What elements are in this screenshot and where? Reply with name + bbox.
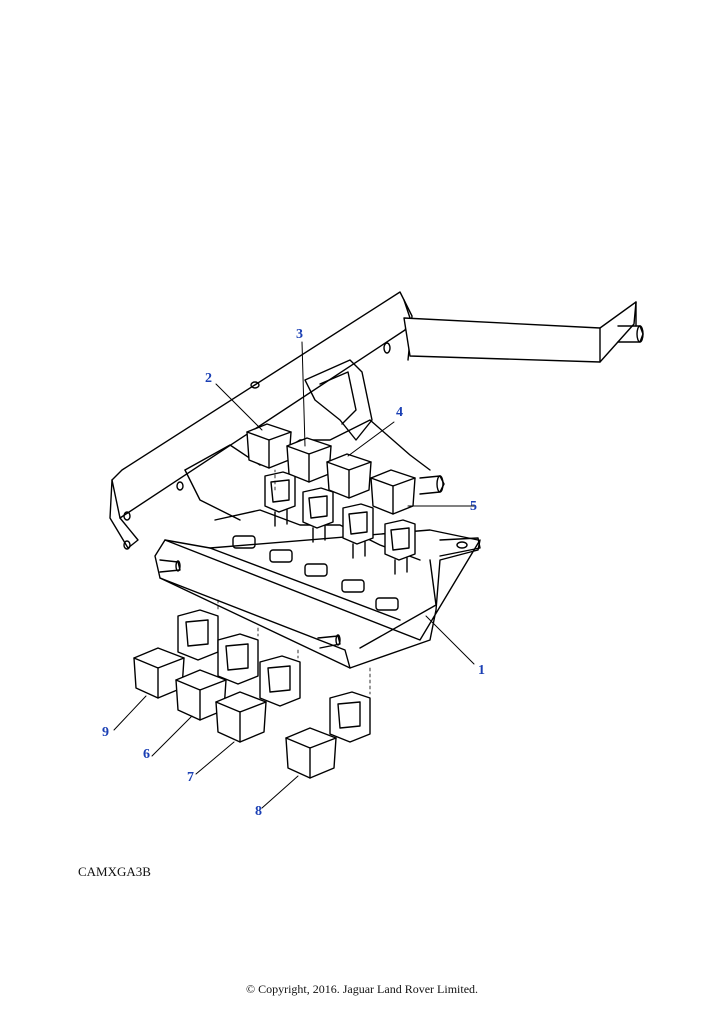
leader-lines xyxy=(114,342,474,808)
copyright-notice: © Copyright, 2016. Jaguar Land Rover Lim… xyxy=(245,982,479,996)
upper-relay-sockets xyxy=(265,472,415,574)
callout-2: 2 xyxy=(205,371,212,386)
callout-3: 3 xyxy=(296,327,303,342)
callout-9: 9 xyxy=(102,725,109,740)
upper-relays xyxy=(247,424,415,514)
lower-relays xyxy=(134,648,336,778)
lower-tray xyxy=(155,510,480,668)
callout-7: 7 xyxy=(187,770,194,785)
upper-bracket xyxy=(110,292,643,549)
illustration-id: CAMXGA3B xyxy=(78,864,151,879)
callout-5: 5 xyxy=(470,499,477,514)
callout-1: 1 xyxy=(478,663,485,678)
callout-6: 6 xyxy=(143,747,150,762)
callout-8: 8 xyxy=(255,804,262,819)
callout-4: 4 xyxy=(396,405,403,420)
alignment-lines xyxy=(218,470,370,694)
lower-relay-sockets xyxy=(178,610,370,742)
